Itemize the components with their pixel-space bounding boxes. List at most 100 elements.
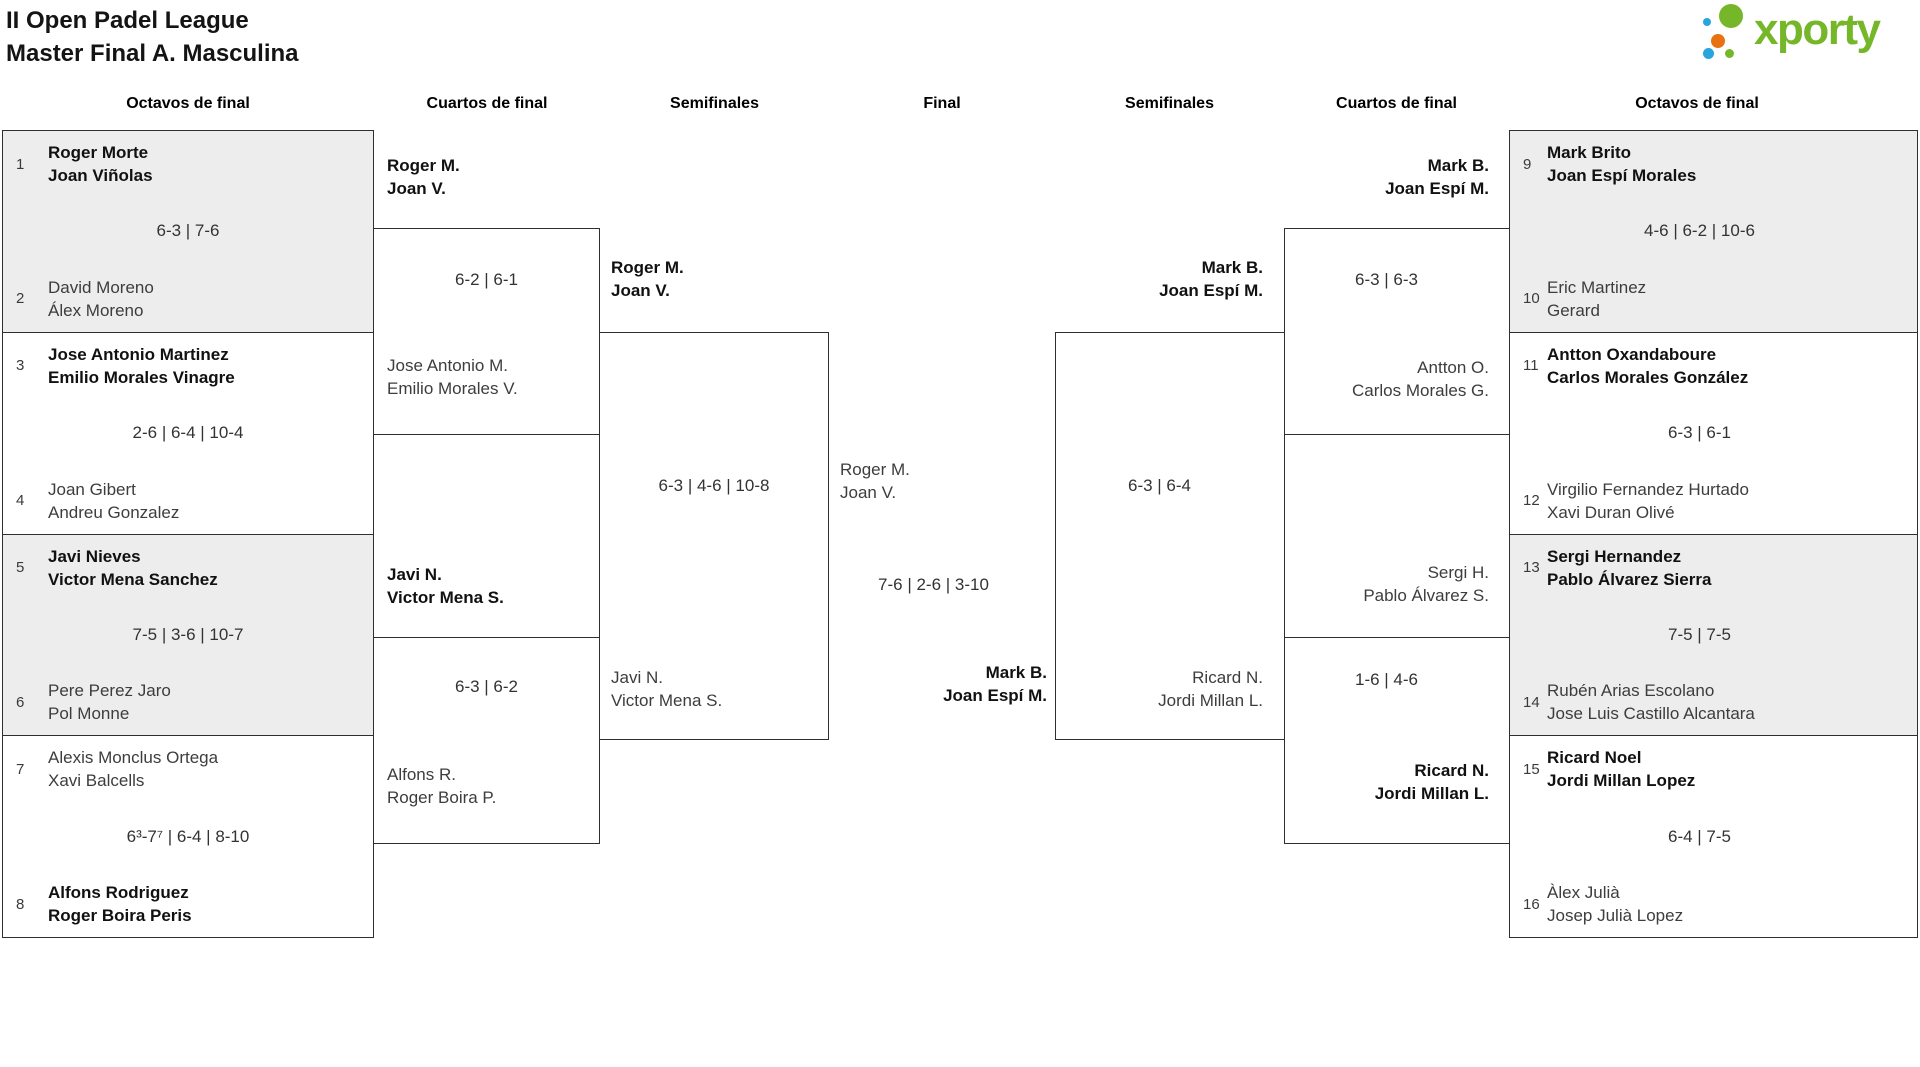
- team-name-line: Mark B.: [985, 663, 1047, 682]
- team-name-line: Jose Antonio M.: [387, 356, 508, 375]
- seed-number: 5: [16, 559, 25, 576]
- team-name-line: Eric Martinez: [1547, 277, 1647, 297]
- bracket-box-cuartos-right-2: [1284, 637, 1510, 844]
- match-octavos-2: 3 Jose Antonio Martinez Emilio Morales V…: [3, 331, 373, 534]
- cuartos-left-1-team-bottom: Jose Antonio M. Emilio Morales V.: [387, 354, 518, 400]
- final-team-top: Roger M. Joan V.: [840, 458, 910, 504]
- cuartos-left-1-score: 6-2 | 6-1: [454, 270, 518, 289]
- team-name-line: Roger Morte: [48, 143, 149, 162]
- team-name-line: Xavi Balcells: [48, 771, 145, 791]
- team-name-line: Carlos Morales González: [1547, 367, 1749, 387]
- team-name-line: Javi N.: [611, 668, 663, 687]
- semifinal-right-team-top: Mark B. Joan Espí M.: [1056, 256, 1263, 302]
- logo-dot-orange-icon: [1711, 34, 1725, 48]
- seed-number: 15: [1523, 760, 1540, 778]
- team-name-line: Victor Mena S.: [611, 691, 723, 710]
- round-header-semis-left: Semifinales: [670, 95, 759, 112]
- match-score: 2-6 | 6-4 | 10-4: [132, 423, 244, 443]
- team-name-line: Roger M.: [387, 156, 460, 175]
- match-octavos-5: 9 Mark Brito Joan Espí Morales 4-6 | 6-2…: [1510, 131, 1917, 332]
- round-header-cuartos-left: Cuartos de final: [426, 95, 548, 112]
- semifinal-right-team-bottom: Ricard N. Jordi Millan L.: [1056, 666, 1263, 712]
- team-name-line: Mark B.: [1201, 258, 1263, 277]
- team-name-line: Joan V.: [840, 483, 897, 502]
- team-name: Alfons Rodriguez Roger Boira Peris: [48, 881, 192, 927]
- round-header-octavos-right: Octavos de final: [1635, 95, 1759, 112]
- team-name-line: Roger M.: [611, 258, 684, 277]
- tournament-title-line2: Master Final A. Masculina: [6, 40, 299, 67]
- octavos-right-column: 9 Mark Brito Joan Espí Morales 4-6 | 6-2…: [1509, 130, 1918, 938]
- team-name-line: Joan Gibert: [48, 479, 136, 499]
- semifinal-right-score: 6-3 | 6-4: [1127, 476, 1191, 495]
- match-team-row: 3 Jose Antonio Martinez Emilio Morales V…: [16, 343, 367, 389]
- logo-dot-blue-small-icon: [1703, 18, 1711, 26]
- cuartos-right-2-team-top: Sergi H. Pablo Álvarez S.: [1285, 561, 1489, 607]
- semifinal-left-score: 6-3 | 4-6 | 10-8: [658, 476, 770, 495]
- match-score: 6³-7⁷ | 6-4 | 8-10: [126, 826, 250, 846]
- team-name: Mark Brito Joan Espí Morales: [1547, 141, 1696, 187]
- final-score: 7-6 | 2-6 | 3-10: [878, 575, 989, 594]
- team-name-line: Joan Espí M.: [1159, 281, 1263, 300]
- team-name: Roger Morte Joan Viñolas: [48, 141, 153, 187]
- team-name: Eric Martinez Gerard: [1547, 276, 1646, 322]
- team-name-line: Joan Espí M.: [1385, 179, 1489, 198]
- team-name: Pere Perez Jaro Pol Monne: [48, 679, 171, 725]
- team-name-line: Sergi H.: [1427, 563, 1489, 582]
- bracket-box-cuartos-left-1: [373, 228, 600, 435]
- team-name-line: Alfons R.: [387, 765, 456, 784]
- team-name-line: David Moreno: [48, 277, 154, 297]
- match-octavos-6: 11 Antton Oxandaboure Carlos Morales Gon…: [1510, 331, 1917, 534]
- cuartos-right-1-score: 6-3 | 6-3: [1354, 270, 1418, 289]
- seed-number: 3: [16, 357, 25, 375]
- team-name-line: Ricard N.: [1414, 761, 1489, 780]
- team-name-line: Javi N.: [387, 565, 442, 584]
- match-team-row: 2 David Moreno Álex Moreno: [16, 276, 367, 322]
- round-header-octavos-left: Octavos de final: [126, 95, 250, 112]
- match-score: 6-3 | 6-1: [1667, 423, 1731, 443]
- team-name-line: Jordi Millan L.: [1158, 691, 1263, 710]
- xporty-logo[interactable]: xporty: [1700, 2, 1918, 68]
- match-team-row: 7 Alexis Monclus Ortega Xavi Balcells: [16, 746, 367, 792]
- match-team-row: 5 Javi Nieves Victor Mena Sanchez: [16, 545, 367, 591]
- cuartos-right-1-team-top: Mark B. Joan Espí M.: [1285, 154, 1489, 200]
- cuartos-right-2-team-bottom: Ricard N. Jordi Millan L.: [1285, 759, 1489, 805]
- team-name-line: Àlex Julià: [1547, 883, 1620, 902]
- team-name: Antton Oxandaboure Carlos Morales Gonzál…: [1547, 343, 1748, 389]
- cuartos-left-2-team-bottom: Alfons R. Roger Boira P.: [387, 763, 496, 809]
- team-name-line: Roger Boira Peris: [48, 906, 192, 925]
- match-team-row: 1 Roger Morte Joan Viñolas: [16, 141, 367, 187]
- seed-number: 2: [16, 290, 25, 308]
- team-name-line: Mark B.: [1427, 156, 1489, 175]
- match-team-row: 4 Joan Gibert Andreu Gonzalez: [16, 478, 367, 524]
- team-name: David Moreno Álex Moreno: [48, 276, 154, 322]
- seed-number: 10: [1523, 290, 1540, 308]
- team-name-line: Alfons Rodriguez: [48, 883, 189, 902]
- match-team-row: 8 Alfons Rodriguez Roger Boira Peris: [16, 881, 367, 927]
- team-name: Joan Gibert Andreu Gonzalez: [48, 478, 179, 524]
- bracket-box-cuartos-right-1: [1284, 228, 1510, 435]
- team-name-line: Mark Brito: [1547, 143, 1632, 162]
- team-name-line: Javi Nieves: [48, 546, 141, 566]
- team-name-line: Emilio Morales V.: [387, 379, 518, 398]
- team-name-line: Álex Moreno: [48, 300, 144, 320]
- match-score: 6-4 | 7-5: [1667, 826, 1731, 846]
- team-name-line: Jose Antonio Martinez: [48, 344, 229, 364]
- seed-number: 13: [1523, 559, 1540, 576]
- seed-number: 9: [1523, 155, 1532, 173]
- team-name-line: Carlos Morales G.: [1352, 381, 1489, 400]
- round-header-final: Final: [923, 95, 961, 112]
- match-score: 7-5 | 3-6 | 10-7: [132, 624, 244, 644]
- team-name-line: Joan V.: [387, 179, 446, 198]
- team-name-line: Virgilio Fernandez Hurtado: [1547, 479, 1749, 499]
- match-team-row: 15 Ricard Noel Jordi Millan Lopez: [1523, 746, 1911, 792]
- team-name-line: Joan Espí Morales: [1547, 166, 1697, 185]
- team-name: Javi Nieves Victor Mena Sanchez: [48, 545, 218, 591]
- seed-number: 7: [16, 760, 25, 778]
- team-name-line: Sergi Hernandez: [1547, 546, 1682, 566]
- team-name-line: Pere Perez Jaro: [48, 681, 171, 701]
- team-name-line: Roger Boira P.: [387, 788, 497, 807]
- cuartos-right-2-score: 1-6 | 4-6: [1354, 670, 1418, 689]
- seed-number: 4: [16, 492, 25, 509]
- team-name-line: Gerard: [1547, 300, 1600, 320]
- team-name-line: Josep Julià Lopez: [1547, 906, 1684, 925]
